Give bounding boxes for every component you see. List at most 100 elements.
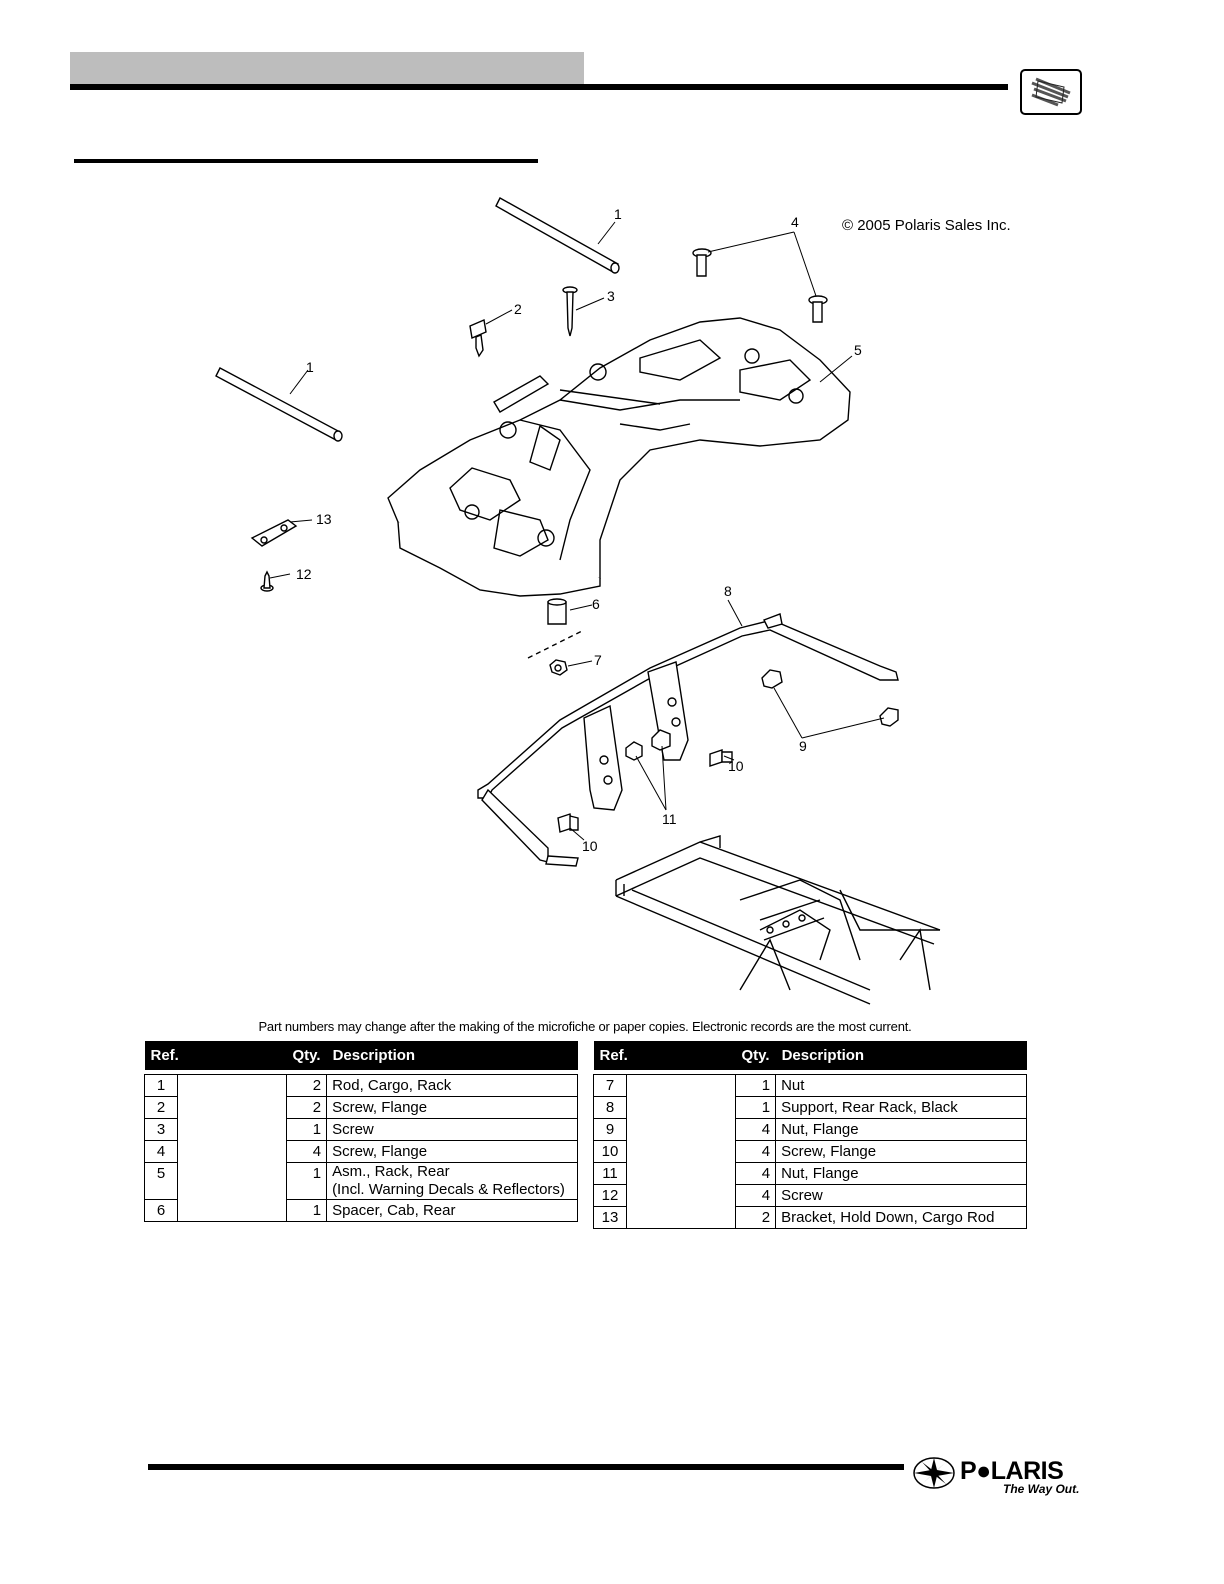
ref-cell: 1 (144, 1074, 178, 1097)
part-number-note: Part numbers may change after the making… (258, 1019, 912, 1034)
part-number-cell (626, 1074, 736, 1229)
callout-10-right: 10 (728, 758, 744, 774)
qty-cell: 2 (285, 1096, 328, 1119)
rear-rack-assembly (387, 317, 851, 597)
header-qty: Qty. (735, 1041, 776, 1070)
screw-4a (692, 248, 712, 277)
screw-4b (808, 295, 828, 323)
nut-11a (625, 741, 643, 761)
callout-13: 13 (316, 511, 332, 527)
description-cell: Nut (775, 1074, 1027, 1097)
header-ref: Ref. (593, 1041, 736, 1070)
table-row: 12 4 Screw (593, 1184, 1027, 1207)
callout-2: 2 (514, 301, 522, 317)
footer-rule (148, 1464, 904, 1470)
screw-12 (260, 570, 274, 592)
ref-cell: 7 (593, 1074, 627, 1097)
part-number-cell (177, 1074, 287, 1222)
header-gray-bar (70, 52, 584, 86)
callout-10-left: 10 (582, 838, 598, 854)
callout-5: 5 (854, 342, 862, 358)
section-rule (74, 159, 538, 163)
ref-cell: 4 (144, 1140, 178, 1163)
table-row: 8 1 Support, Rear Rack, Black (593, 1096, 1027, 1119)
chapter-tab-icon (1020, 69, 1082, 115)
table-row: 6 1 Spacer, Cab, Rear (144, 1199, 578, 1222)
qty-cell: 4 (734, 1140, 777, 1163)
description-cell: Screw (326, 1118, 578, 1141)
qty-cell: 1 (285, 1118, 328, 1141)
header-qty: Qty. (286, 1041, 327, 1070)
callout-1-upper: 1 (614, 206, 622, 222)
callout-11: 11 (662, 811, 677, 827)
parts-table-left: Ref. Qty. Description 1 2 Rod, Cargo, Ra… (144, 1041, 578, 1222)
ref-cell: 13 (593, 1206, 627, 1229)
callout-12: 12 (296, 566, 312, 582)
description-cell: Screw (775, 1184, 1027, 1207)
ref-cell: 9 (593, 1118, 627, 1141)
ref-cell: 8 (593, 1096, 627, 1119)
nut-11b (651, 729, 671, 751)
qty-cell: 1 (734, 1074, 777, 1097)
rear-rack-support (477, 613, 899, 867)
logo-wordmark: P●LARIS (960, 1457, 1064, 1485)
header-description: Description (326, 1041, 578, 1070)
qty-cell: 2 (734, 1206, 777, 1229)
cargo-rod-lower (215, 367, 343, 442)
description-cell: Nut, Flange (775, 1118, 1027, 1141)
qty-cell: 2 (285, 1074, 328, 1097)
callout-3: 3 (607, 288, 615, 304)
qty-cell: 1 (285, 1162, 328, 1200)
polaris-star-icon (913, 1457, 955, 1489)
nut-9b (879, 707, 899, 727)
cargo-rod-upper (495, 197, 620, 274)
callout-4: 4 (791, 214, 799, 230)
header-ref: Ref. (144, 1041, 287, 1070)
screw-flange-2 (469, 319, 487, 358)
description-cell: Rod, Cargo, Rack (326, 1074, 578, 1097)
callout-1-lower: 1 (306, 359, 314, 375)
header-description: Description (775, 1041, 1027, 1070)
ref-cell: 2 (144, 1096, 178, 1119)
logo-tagline: The Way Out. (1003, 1482, 1080, 1496)
spacer-6 (547, 598, 567, 625)
copyright-text: © 2005 Polaris Sales Inc. (842, 217, 1011, 234)
description-cell: Screw, Flange (775, 1140, 1027, 1163)
description-cell: Spacer, Cab, Rear (326, 1199, 578, 1222)
ref-cell: 10 (593, 1140, 627, 1163)
table-row: 5 1 Asm., Rack, Rear (Incl. Warning Deca… (144, 1162, 578, 1200)
screw-10b (557, 813, 579, 833)
description-cell: Nut, Flange (775, 1162, 1027, 1185)
description-cell: Screw, Flange (326, 1096, 578, 1119)
bracket-13 (250, 519, 298, 547)
table-row: 13 2 Bracket, Hold Down, Cargo Rod (593, 1206, 1027, 1229)
ref-cell: 11 (593, 1162, 627, 1185)
vehicle-frame (615, 835, 941, 1005)
qty-cell: 4 (734, 1118, 777, 1141)
description-cell: Bracket, Hold Down, Cargo Rod (775, 1206, 1027, 1229)
callout-7: 7 (594, 652, 602, 668)
callout-8: 8 (724, 583, 732, 599)
qty-cell: 4 (734, 1184, 777, 1207)
nut-9a (761, 669, 783, 689)
parts-exploded-diagram: 1 1 2 3 4 5 6 7 8 9 10 10 11 12 13 (215, 197, 941, 1005)
qty-cell: 4 (285, 1140, 328, 1163)
header-rule (70, 84, 1008, 90)
table-row: 7 1 Nut (593, 1074, 1027, 1229)
table-row: 1 2 Rod, Cargo, Rack (144, 1074, 578, 1222)
qty-cell: 1 (285, 1199, 328, 1222)
description-cell: Screw, Flange (326, 1140, 578, 1163)
description-cell: Asm., Rack, Rear (Incl. Warning Decals &… (326, 1162, 578, 1200)
parts-table-right: Ref. Qty. Description 7 1 Nut 8 1 Suppor… (593, 1041, 1027, 1229)
ref-cell: 6 (144, 1199, 178, 1222)
screw-3 (562, 286, 578, 337)
qty-cell: 4 (734, 1162, 777, 1185)
qty-cell: 1 (734, 1096, 777, 1119)
ref-cell: 3 (144, 1118, 178, 1141)
ref-cell: 12 (593, 1184, 627, 1207)
callout-9: 9 (799, 738, 807, 754)
ref-cell: 5 (144, 1162, 178, 1200)
nut-7 (549, 659, 568, 676)
callout-6: 6 (592, 596, 600, 612)
description-cell: Support, Rear Rack, Black (775, 1096, 1027, 1119)
